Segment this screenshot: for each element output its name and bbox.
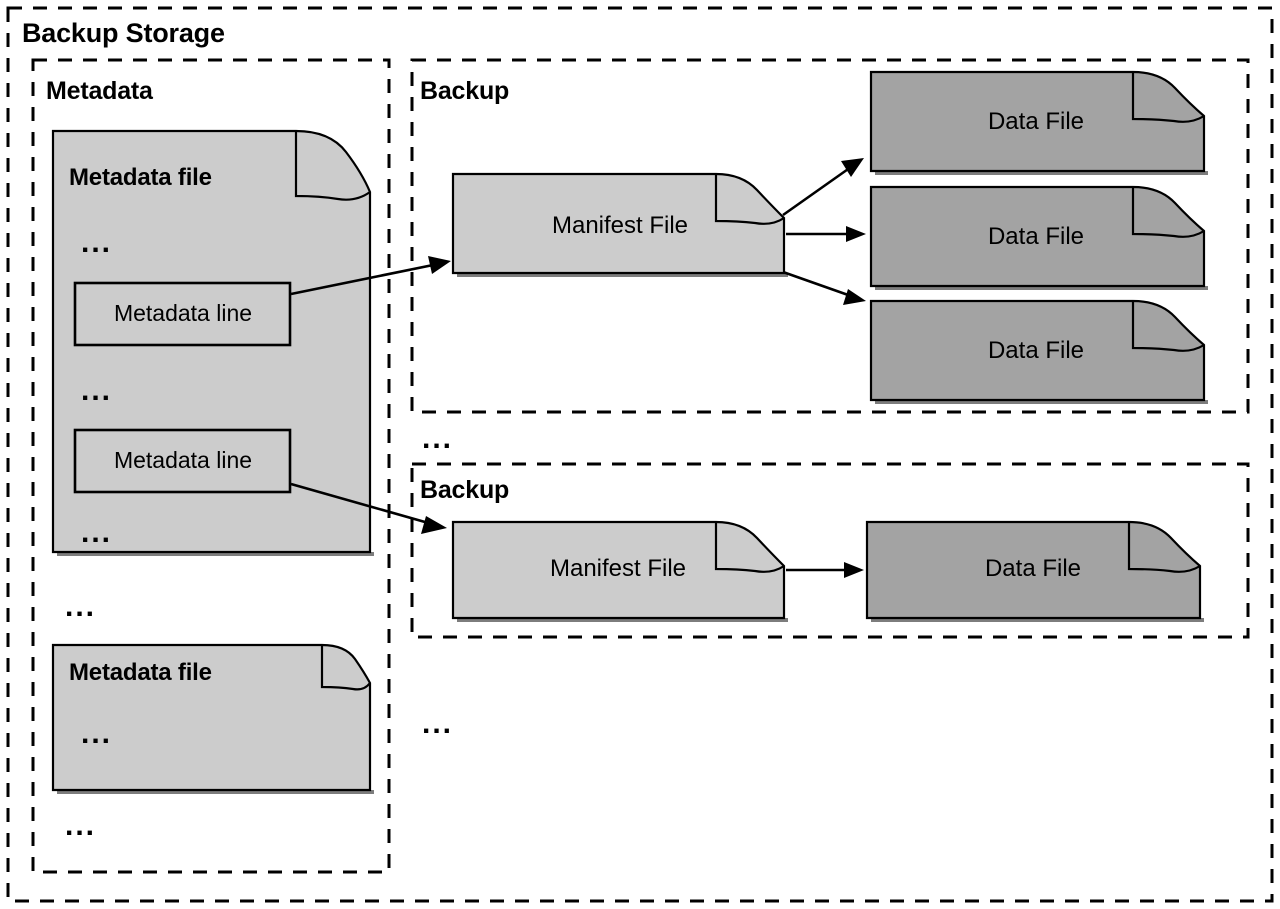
data-file-3-shape (869, 299, 1208, 404)
backup-between-ellipsis: ... (422, 422, 454, 455)
metadata-line-label-2: Metadata line (113, 447, 253, 473)
data-file-4-shape (865, 520, 1204, 622)
manifest-file-2-label: Manifest File (549, 555, 687, 582)
metadata-file-1-ellipsis-1: ... (81, 226, 113, 259)
arrow-manifest-1-to-data-file-3 (782, 270, 866, 305)
manifest-file-2-shape (451, 520, 788, 622)
metadata-line-label-1: Metadata line (113, 300, 253, 326)
manifest-file-1-label: Manifest File (551, 212, 689, 239)
metadata-file-2-shape (51, 643, 374, 794)
metadata-file-2-title: Metadata file (69, 659, 212, 686)
arrow-manifest-2-to-data-file-4 (786, 562, 864, 578)
metadata-section-container (31, 58, 391, 874)
metadata-between-files-ellipsis: ... (65, 590, 97, 623)
arrow-manifest-1-to-data-file-1 (782, 158, 864, 217)
data-file-3-label: Data File (987, 337, 1085, 364)
backup-section-1-label: Backup (420, 77, 510, 105)
outer-container-backup-storage (6, 6, 1274, 903)
arrow-manifest-1-to-data-file-2 (786, 226, 866, 242)
manifest-file-1-shape (451, 172, 788, 277)
arrow-metadata-line-1-to-manifest-1 (290, 256, 451, 296)
metadata-line-box-1 (73, 281, 292, 347)
data-file-1-shape (869, 70, 1208, 175)
data-file-2-label: Data File (987, 223, 1085, 250)
metadata-file-1-ellipsis-2: ... (81, 374, 113, 407)
metadata-section-trailing-ellipsis: ... (65, 809, 97, 842)
arrow-metadata-line-2-to-manifest-2 (290, 482, 447, 534)
data-file-1-label: Data File (987, 108, 1085, 135)
backup-trailing-ellipsis: ... (422, 707, 454, 740)
metadata-line-box-2 (73, 428, 292, 494)
page-title: Backup Storage (22, 18, 225, 48)
data-file-4-label: Data File (984, 555, 1082, 582)
backup-section-1-container (410, 58, 1250, 414)
backup-section-2-label: Backup (420, 476, 510, 504)
metadata-file-1-ellipsis-3: ... (81, 516, 113, 549)
metadata-section-label: Metadata (46, 77, 153, 105)
metadata-file-2-ellipsis-1: ... (81, 717, 113, 750)
metadata-file-1-title: Metadata file (69, 164, 212, 191)
data-file-2-shape (869, 185, 1208, 290)
backup-section-2-container (410, 462, 1250, 639)
